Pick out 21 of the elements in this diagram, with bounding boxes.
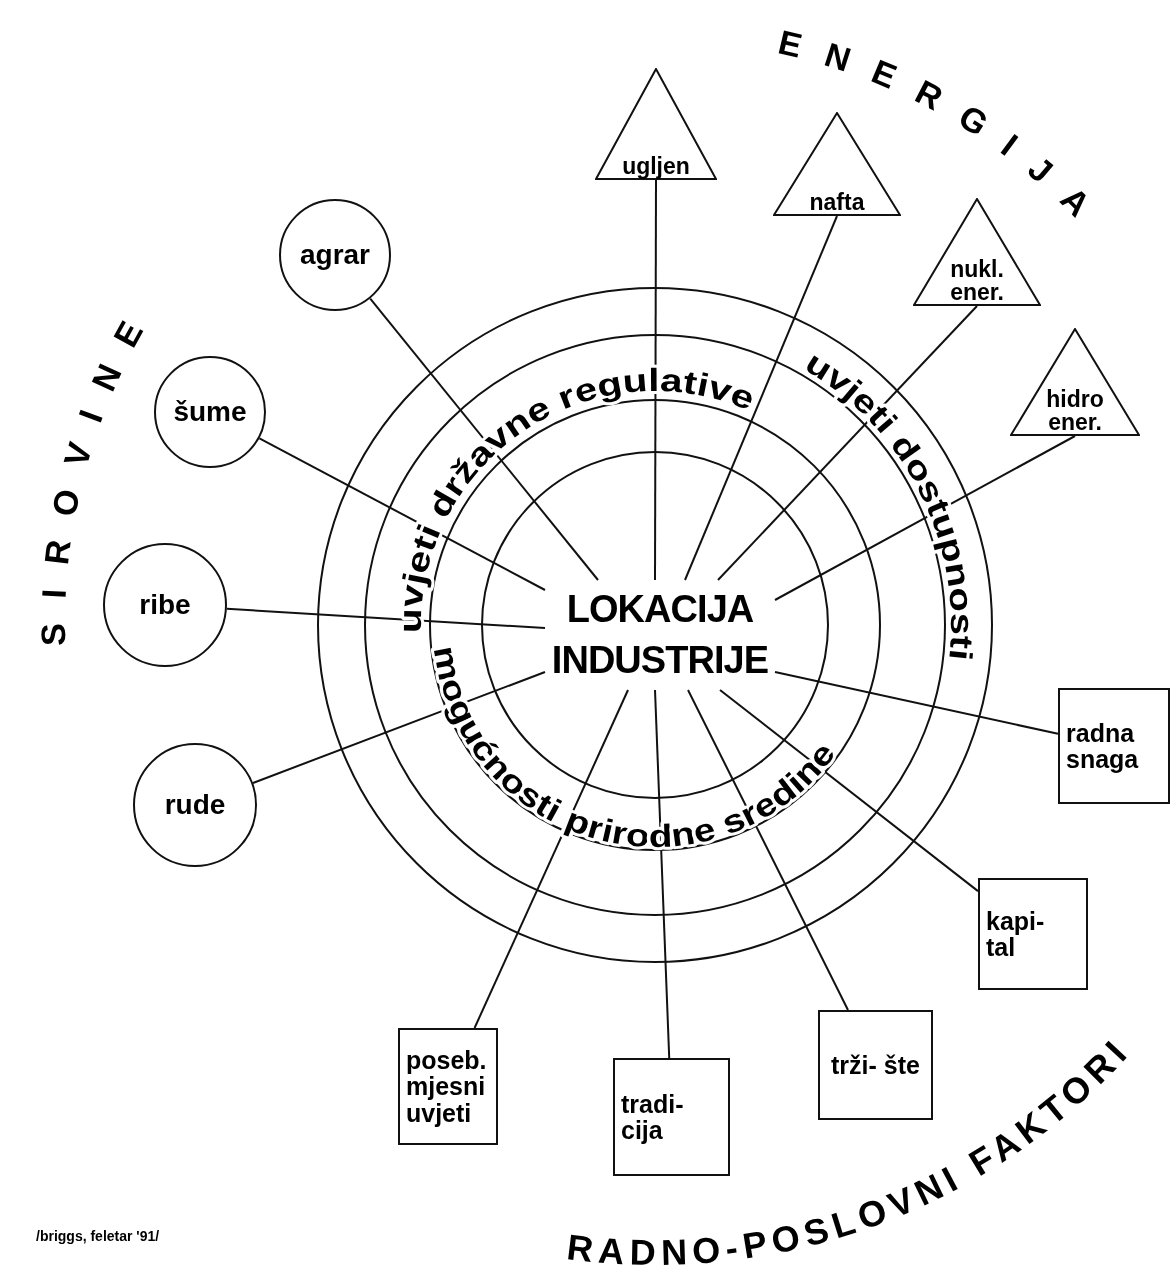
node-label: rude xyxy=(164,788,226,822)
factor-box xyxy=(818,1010,933,1120)
node-label: tradi- cija xyxy=(621,1090,685,1144)
node-label: ugljen xyxy=(621,155,691,178)
node-label: ribe xyxy=(139,589,191,620)
connector-line xyxy=(684,215,838,581)
source-note: /briggs, feletar '91/ xyxy=(36,1227,160,1246)
connector-line xyxy=(774,671,1059,735)
node-label: šume xyxy=(173,395,247,429)
node-label: poseb. mjesni uvjeti xyxy=(406,1047,488,1126)
node-label: hidro ener. xyxy=(1045,388,1105,434)
node-label: agrar xyxy=(299,238,370,272)
factor-box xyxy=(978,878,1088,990)
factor-box xyxy=(398,1028,498,1145)
node-label: kapi- tal xyxy=(986,907,1046,961)
triangle-node xyxy=(595,68,717,180)
triangle-node xyxy=(1010,328,1140,436)
node-label: radna snaga xyxy=(1066,719,1140,773)
node-label: nukl. ener. xyxy=(949,258,1005,304)
node-label: trži- šte xyxy=(831,1051,920,1079)
factor-box xyxy=(1058,688,1170,804)
